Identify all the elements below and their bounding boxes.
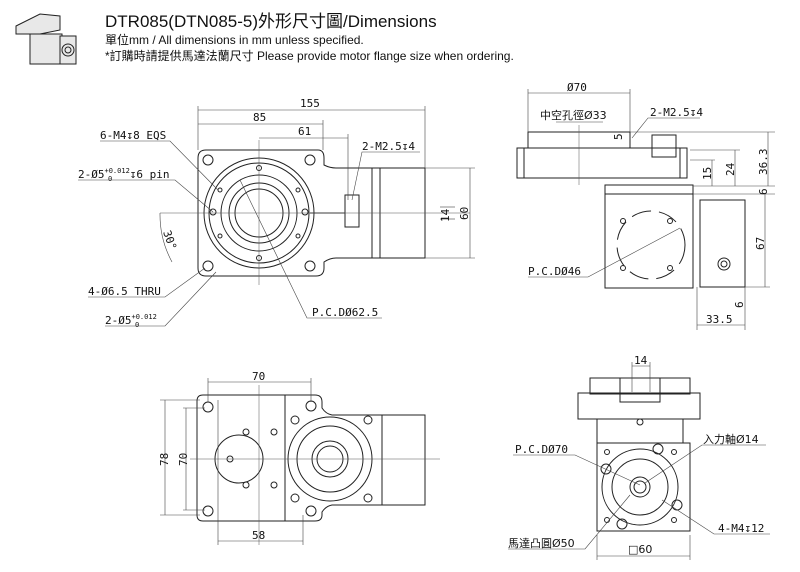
dim-36-3: 36.3 xyxy=(757,149,770,176)
label-side-m2-5: 2-M2.5↧4 xyxy=(650,106,703,119)
dim-61: 61 xyxy=(298,125,311,138)
end-dim-14: 14 xyxy=(634,354,648,367)
dim-78: 78 xyxy=(158,453,171,466)
angle-30: 30° xyxy=(160,229,179,252)
label-thru: 4-Ø6.5 THRU xyxy=(88,285,161,298)
dim-155: 155 xyxy=(300,97,320,110)
dim-70-vertical: 70 xyxy=(177,453,190,466)
page-title: DTR085(DTN085-5)外形尺寸圖/Dimensions xyxy=(105,12,437,31)
top-view: 155 85 61 14 60 30° 6-M4↧8 EQS 2-Ø5+0.01… xyxy=(78,97,475,329)
label-pcd-46: P.C.DØ46 xyxy=(528,265,581,278)
end-view: 14 □60 P.C.DØ70 入力軸Ø14 4-M4↧12 馬達凸圓Ø50 xyxy=(508,354,770,560)
dim-14: 14 xyxy=(439,208,452,222)
dim-15: 15 xyxy=(701,167,714,180)
label-pin-a: 2-Ø5+0.012↧6 pin xyxy=(78,167,170,181)
label-hollow-bore: 中空孔徑Ø33 xyxy=(540,108,607,122)
label-pin-b: 2-Ø5+0.012 xyxy=(105,313,157,327)
label-pcd-70: P.C.DØ70 xyxy=(515,443,568,456)
order-note: *訂購時請提供馬達法蘭尺寸 Please provide motor flang… xyxy=(105,49,514,63)
units-note: 單位mm / All dimensions in mm unless speci… xyxy=(105,33,364,47)
bottom-view: 70 58 78 70 xyxy=(158,370,440,545)
dim-33-5: 33.5 xyxy=(706,313,733,326)
label-m2-5: 2-M2.5↧4 xyxy=(362,140,415,153)
label-m4-12: 4-M4↧12 xyxy=(718,522,764,535)
side-view: Ø70 中空孔徑Ø33 2-M2.5↧4 5 36.3 24 15 6 67 3… xyxy=(516,81,775,330)
dim-60: 60 xyxy=(458,207,471,220)
dim-6b: 6 xyxy=(733,301,746,308)
label-pcd-62-5: P.C.DØ62.5 xyxy=(312,306,378,319)
dim-67: 67 xyxy=(754,237,767,250)
dim-24: 24 xyxy=(724,162,737,176)
label-motor-boss: 馬達凸圓Ø50 xyxy=(508,537,575,550)
dim-58: 58 xyxy=(252,529,265,542)
dim-5: 5 xyxy=(612,133,625,140)
label-pin-a-tol: 0 xyxy=(108,175,112,183)
dim-diameter-70: Ø70 xyxy=(567,81,587,94)
dim-70-horizontal: 70 xyxy=(252,370,265,383)
dim-85: 85 xyxy=(253,111,266,124)
label-square-60: □60 xyxy=(628,543,652,556)
label-m4-eqs: 6-M4↧8 EQS xyxy=(100,129,166,142)
header: DTR085(DTN085-5)外形尺寸圖/Dimensions 單位mm / … xyxy=(105,12,514,64)
label-input-shaft: 入力軸Ø14 xyxy=(703,432,759,446)
label-pin-b-tol: 0 xyxy=(135,321,139,329)
product-thumbnail xyxy=(15,13,77,65)
dim-6a: 6 xyxy=(757,188,770,195)
